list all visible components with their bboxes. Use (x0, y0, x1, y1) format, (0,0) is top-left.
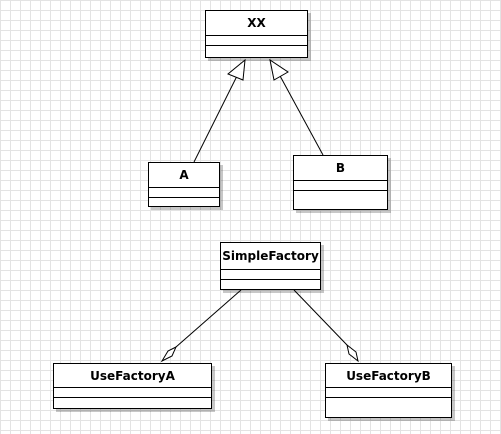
class-a[interactable]: A (148, 162, 220, 207)
class-simplefactory[interactable]: SimpleFactory (220, 242, 321, 290)
class-name: A (149, 163, 219, 188)
operations-compartment (206, 46, 307, 57)
class-name: XX (206, 11, 307, 36)
attributes-compartment (294, 181, 387, 191)
class-xx[interactable]: XX (205, 10, 308, 58)
attributes-compartment (326, 388, 451, 398)
operations-compartment (326, 398, 451, 417)
hollow-triangle-arrowhead-icon (269, 58, 289, 81)
operations-compartment (294, 191, 387, 209)
aggregation-usefactorya-simplefactory[interactable] (160, 289, 242, 363)
operations-compartment (54, 398, 211, 408)
attributes-compartment (206, 36, 307, 46)
operations-compartment (149, 198, 219, 206)
hollow-diamond-aggregation-icon (346, 343, 359, 363)
class-name: B (294, 156, 387, 181)
generalization-a-to-xx[interactable] (193, 58, 246, 163)
class-name: UseFactoryA (54, 364, 211, 388)
generalization-b-to-xx[interactable] (269, 58, 324, 156)
class-usefactoryb[interactable]: UseFactoryB (325, 363, 452, 418)
class-usefactorya[interactable]: UseFactoryA (53, 363, 212, 409)
attributes-compartment (221, 270, 320, 280)
attributes-compartment (149, 188, 219, 198)
class-name: SimpleFactory (221, 243, 320, 270)
hollow-triangle-arrowhead-icon (227, 58, 246, 81)
attributes-compartment (54, 388, 211, 398)
class-b[interactable]: B (293, 155, 388, 210)
hollow-diamond-aggregation-icon (160, 345, 178, 363)
operations-compartment (221, 280, 320, 289)
aggregation-usefactoryb-simplefactory[interactable] (293, 289, 359, 363)
class-name: UseFactoryB (326, 364, 451, 388)
